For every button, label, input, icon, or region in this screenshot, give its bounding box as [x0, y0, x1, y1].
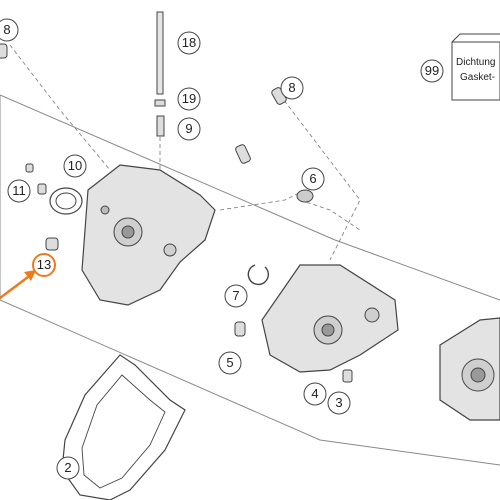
callout-18-label: 18 [182, 35, 196, 50]
callout-99-label: 99 [425, 63, 439, 78]
crankcase-left-half [81, 164, 216, 306]
callout-18[interactable]: 18 [177, 31, 201, 55]
shaft-seal [296, 189, 314, 203]
dowel-pin-top-left [0, 43, 8, 59]
crankcase-right-half [261, 264, 399, 373]
callout-13-label: 13 [37, 257, 51, 272]
callout-11-label: 11 [12, 183, 26, 198]
callout-6[interactable]: 6 [301, 167, 325, 191]
callout-19-label: 19 [182, 91, 196, 106]
callout-2[interactable]: 2 [56, 456, 80, 480]
callout-99[interactable]: 99 [420, 59, 444, 83]
crankcase-gasket [61, 354, 186, 500]
gasket-set-line1: Dichtung [456, 57, 495, 68]
stud-bolt [156, 11, 164, 95]
callout-5[interactable]: 5 [218, 351, 242, 375]
clutch-cover-partial [439, 317, 500, 421]
callout-5-label: 5 [226, 355, 233, 370]
callout-8-top-left-label: 8 [3, 22, 10, 37]
crankcase-gasket-inner [81, 374, 166, 489]
callout-3[interactable]: 3 [327, 391, 351, 415]
callout-8-top-left[interactable]: 8 [0, 18, 19, 42]
gasket-ring-inner [55, 192, 77, 210]
assembly-frame-lower [0, 299, 500, 466]
retaining-ring [247, 264, 269, 286]
callout-4-label: 4 [311, 386, 318, 401]
highlight-arrow [0, 273, 33, 299]
bearing-sleeve [234, 321, 246, 337]
callout-8-mid-label: 8 [288, 80, 295, 95]
gasket-set-line2: Gasket- [460, 72, 495, 83]
assembly-frame [0, 94, 500, 301]
dowel-pin-center [235, 144, 251, 164]
callout-6-label: 6 [309, 171, 316, 186]
gasket-set-box: Dichtung Gasket- [451, 33, 500, 101]
callout-9[interactable]: 9 [177, 117, 201, 141]
sealing-ring [154, 99, 166, 107]
callout-11[interactable]: 11 [7, 179, 31, 203]
highlight-arrowhead [24, 270, 36, 281]
callout-8-mid[interactable]: 8 [280, 76, 304, 100]
callout-2-label: 2 [64, 460, 71, 475]
plug-screw [37, 183, 47, 195]
callout-3-label: 3 [335, 395, 342, 410]
gasket-ring [49, 187, 83, 215]
callout-19[interactable]: 19 [177, 87, 201, 111]
callout-4[interactable]: 4 [303, 382, 327, 406]
drain-plug [342, 369, 353, 383]
callout-13-highlighted[interactable]: 13 [32, 253, 56, 277]
plug-screw-small [25, 163, 34, 173]
short-screw [156, 115, 165, 137]
callout-10[interactable]: 10 [63, 154, 87, 178]
dowel-sleeve [45, 237, 59, 251]
callout-7-label: 7 [232, 288, 239, 303]
callout-10-label: 10 [68, 158, 82, 173]
callout-9-label: 9 [185, 121, 192, 136]
callout-7[interactable]: 7 [224, 284, 248, 308]
